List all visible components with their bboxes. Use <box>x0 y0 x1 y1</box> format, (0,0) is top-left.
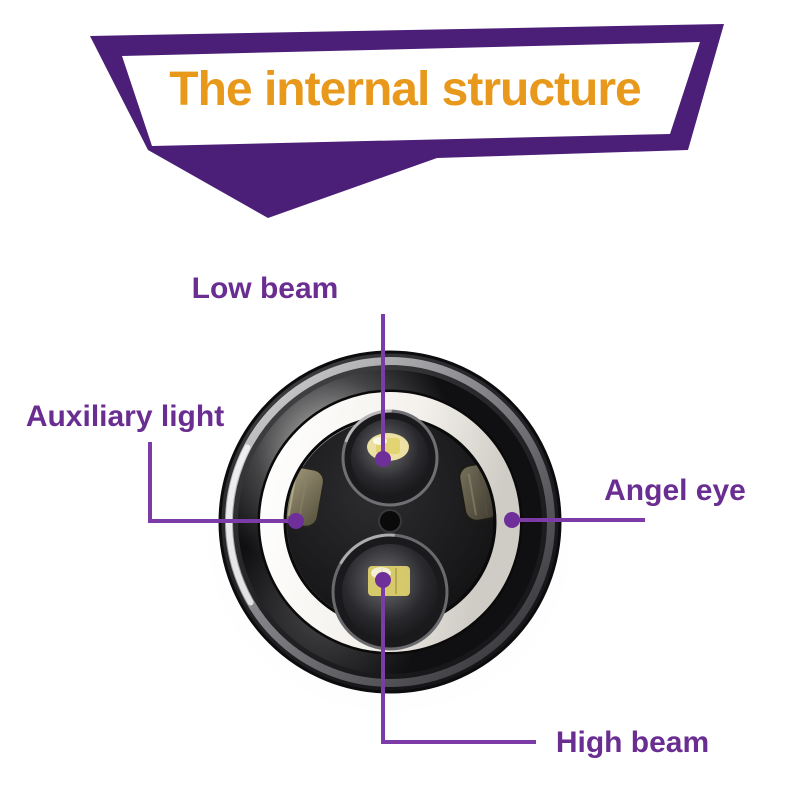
label-low-beam: Low beam <box>191 272 339 305</box>
callout-lines <box>148 314 645 744</box>
banner-inner-polygon <box>122 42 700 146</box>
label-high-beam: High beam <box>555 726 710 759</box>
banner-title: The internal structure <box>169 63 641 116</box>
banner-ribbon-shape <box>90 24 724 218</box>
high-beam-lens <box>331 533 449 651</box>
label-auxiliary-light: Auxiliary light <box>25 400 225 433</box>
callout-dot-auxiliary <box>288 513 304 529</box>
title-banner <box>70 20 730 230</box>
callout-dot-angel-eye <box>504 512 520 528</box>
label-angel-eye: Angel eye <box>604 474 746 507</box>
rim-glint <box>225 358 554 686</box>
callout-dot-high-beam <box>375 572 391 588</box>
callout-dots <box>288 451 520 588</box>
callout-line-high-beam <box>381 582 536 744</box>
callout-line-auxiliary <box>148 442 293 523</box>
center-hole <box>378 509 402 533</box>
callout-dot-low-beam <box>375 451 391 467</box>
